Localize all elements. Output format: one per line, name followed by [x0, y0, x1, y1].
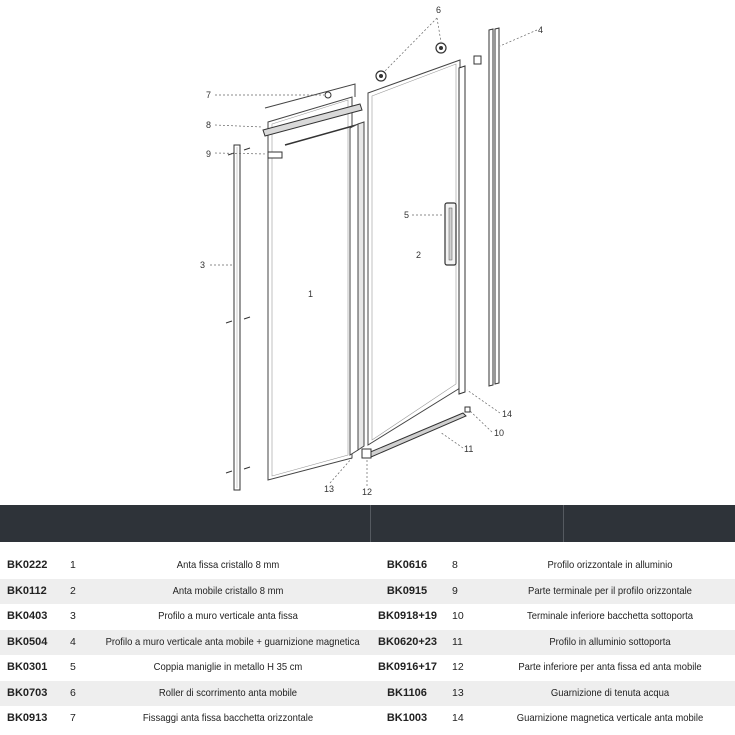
callout-6: 6 [436, 5, 441, 15]
parts-table: BK0222 1 Anta fissa cristallo 8 mm BK061… [0, 553, 735, 732]
table-row: BK0504 4 Profilo a muro verticale anta m… [0, 629, 735, 655]
part-code: BK0918+19 [378, 610, 438, 622]
part-code: BK0112 [7, 584, 47, 597]
part-number: 14 [452, 712, 464, 724]
part-description: Roller di scorrimento anta mobile [158, 686, 298, 699]
table-row: BK0301 5 Coppia maniglie in metallo H 35… [0, 655, 735, 681]
part-number: 6 [70, 686, 76, 699]
part-number: 7 [70, 712, 76, 724]
fixing-knob [324, 91, 332, 99]
part-code: BK0620+23 [378, 635, 438, 648]
table-row: BK0403 3 Profilo a muro verticale anta f… [0, 604, 735, 630]
part-code: BK0703 [7, 686, 48, 699]
callout-5: 5 [404, 210, 409, 220]
wall-profile-fixed [233, 144, 241, 491]
part-description: Coppia maniglie in metallo H 35 cm [153, 661, 303, 673]
handle [444, 202, 457, 266]
part-description: Parte terminale per il profilo orizzonta… [528, 584, 692, 597]
part-description: Guarnizione di tenuta acqua [550, 686, 670, 699]
bottom-threshold-profile [361, 412, 467, 459]
part-number: 3 [70, 610, 76, 622]
callout-9: 9 [206, 149, 211, 159]
callout-4: 4 [538, 25, 543, 35]
part-description: Anta fissa cristallo 8 mm [176, 559, 280, 571]
part-description: Guarnizione magnetica verticale anta mob… [516, 712, 704, 724]
header-cell [370, 505, 564, 542]
part-description: Profilo a muro verticale anta mobile + g… [105, 635, 360, 648]
part-description: Parte inferiore per anta fissa ed anta m… [518, 661, 702, 673]
part-code: BK0403 [7, 610, 48, 622]
table-row: BK0913 7 Fissaggi anta fissa bacchetta o… [0, 706, 735, 732]
part-description: Profilo orizzontale in alluminio [547, 559, 673, 571]
profile-end-cap [473, 55, 482, 65]
water-seal-strip [349, 121, 365, 456]
part-code: BK0913 [7, 712, 48, 724]
table-row: BK0112 2 Anta mobile cristallo 8 mm BK09… [0, 578, 735, 604]
profile-end-piece [267, 151, 283, 159]
leader-lines [210, 17, 538, 486]
part-number: 12 [452, 661, 464, 673]
part-code: BK1106 [387, 686, 427, 699]
part-description: Terminale inferiore bacchetta sottoporta [527, 610, 693, 622]
threshold-end-piece [464, 406, 471, 413]
roller-right [435, 42, 447, 54]
roller-left [375, 70, 387, 82]
callout-10: 10 [494, 428, 504, 438]
callout-8: 8 [206, 120, 211, 130]
part-description: Fissaggi anta fissa bacchetta orizzontal… [142, 712, 314, 724]
callout-13: 13 [324, 484, 334, 494]
callout-11: 11 [464, 444, 473, 454]
magnetic-seal [458, 65, 466, 395]
part-code: BK0915 [386, 584, 428, 597]
part-code: BK1003 [386, 712, 428, 724]
part-number: 13 [452, 686, 464, 699]
part-code: BK0616 [386, 559, 428, 571]
callout-3: 3 [200, 260, 205, 270]
callout-14: 14 [502, 409, 512, 419]
part-number: 11 [452, 635, 463, 648]
callout-2: 2 [416, 250, 421, 260]
part-number: 5 [70, 661, 76, 673]
header-cell [563, 505, 735, 542]
part-code: BK0504 [7, 635, 48, 648]
table-row: BK0222 1 Anta fissa cristallo 8 mm BK061… [0, 553, 735, 579]
part-number: 2 [70, 584, 76, 597]
part-number: 9 [452, 584, 458, 597]
screws [225, 147, 251, 474]
wall-profile-mobile [488, 27, 500, 387]
part-description: Profilo in alluminio sottoporta [549, 635, 671, 648]
exploded-parts-diagram: 1 2 3 4 5 6 7 8 9 10 11 12 13 14 [200, 5, 543, 497]
part-code: BK0916+17 [378, 661, 438, 673]
table-row: BK0703 6 Roller di scorrimento anta mobi… [0, 680, 735, 706]
part-number: 10 [452, 610, 464, 622]
part-number: 8 [452, 559, 458, 571]
callout-1: 1 [308, 289, 313, 299]
part-number: 1 [70, 559, 76, 571]
parts-table-header [0, 505, 735, 542]
part-number: 4 [70, 635, 76, 648]
part-description: Profilo a muro verticale anta fissa [158, 610, 298, 622]
fixed-top-plate [264, 83, 356, 109]
part-code: BK0301 [7, 661, 48, 673]
part-description: Anta mobile cristallo 8 mm [172, 584, 284, 597]
header-cell [0, 505, 370, 542]
callout-7: 7 [206, 90, 211, 100]
callout-12: 12 [362, 487, 372, 497]
horizontal-profile [262, 103, 363, 146]
part-code: BK0222 [7, 559, 48, 571]
